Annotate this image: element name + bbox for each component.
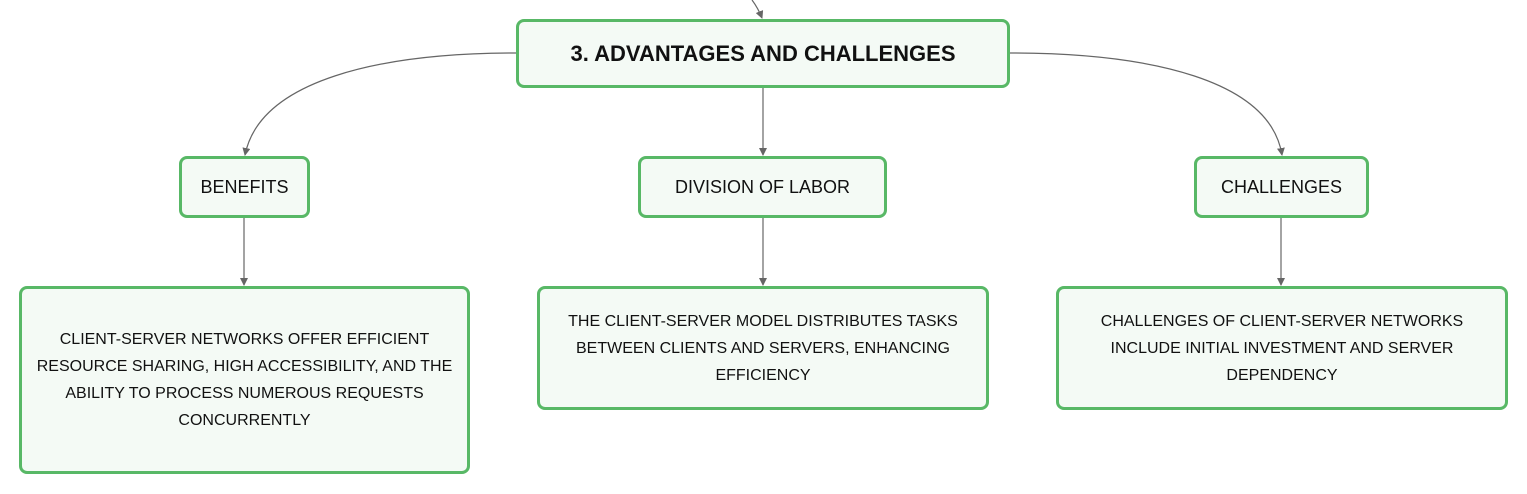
connector-root-to-challenges xyxy=(1009,52,1285,156)
detail-node-text: CHALLENGES OF CLIENT-SERVER NETWORKS INC… xyxy=(1100,312,1464,384)
connector-root-to-benefits xyxy=(242,52,517,156)
branch-node-benefits[interactable]: BENEFITS xyxy=(179,156,310,218)
detail-node-text: CLIENT-SERVER NETWORKS OFFER EFFICIENT R… xyxy=(36,331,453,429)
branch-node-label: BENEFITS xyxy=(200,176,289,197)
detail-node-benefits[interactable]: CLIENT-SERVER NETWORKS OFFER EFFICIENT R… xyxy=(19,286,470,474)
connector-from-parent xyxy=(751,0,764,19)
branch-node-division-of-labor[interactable]: DIVISION OF LABOR xyxy=(638,156,887,218)
root-node[interactable]: 3. ADVANTAGES AND CHALLENGES xyxy=(516,19,1010,88)
detail-node-text: THE CLIENT-SERVER MODEL DISTRIBUTES TASK… xyxy=(568,312,958,384)
branch-node-label: DIVISION OF LABOR xyxy=(674,176,851,197)
branch-node-challenges[interactable]: CHALLENGES xyxy=(1194,156,1369,218)
branch-node-label: CHALLENGES xyxy=(1220,176,1343,197)
detail-node-division-of-labor[interactable]: THE CLIENT-SERVER MODEL DISTRIBUTES TASK… xyxy=(537,286,989,410)
detail-node-challenges[interactable]: CHALLENGES OF CLIENT-SERVER NETWORKS INC… xyxy=(1056,286,1508,410)
root-node-label: 3. ADVANTAGES AND CHALLENGES xyxy=(570,40,956,66)
